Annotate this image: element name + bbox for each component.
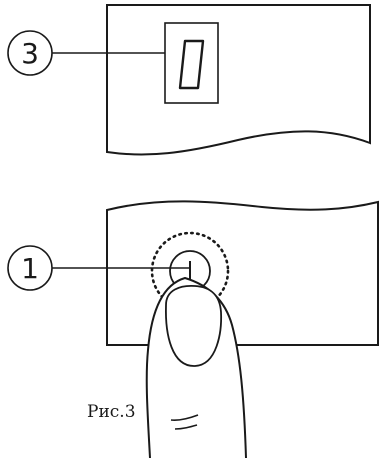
knuckle-crease-2 <box>174 424 198 430</box>
upper-panel <box>106 4 371 156</box>
display-digit-segments <box>178 39 205 90</box>
fingernail <box>165 285 222 367</box>
knuckle-crease-1 <box>170 414 199 421</box>
callout-1-number: 1 <box>21 252 39 285</box>
lower-panel <box>106 200 379 346</box>
finger <box>145 276 247 458</box>
figure-caption: Рис.3 <box>87 402 136 422</box>
display-window <box>164 22 219 104</box>
callout-3-number: 3 <box>21 37 39 70</box>
